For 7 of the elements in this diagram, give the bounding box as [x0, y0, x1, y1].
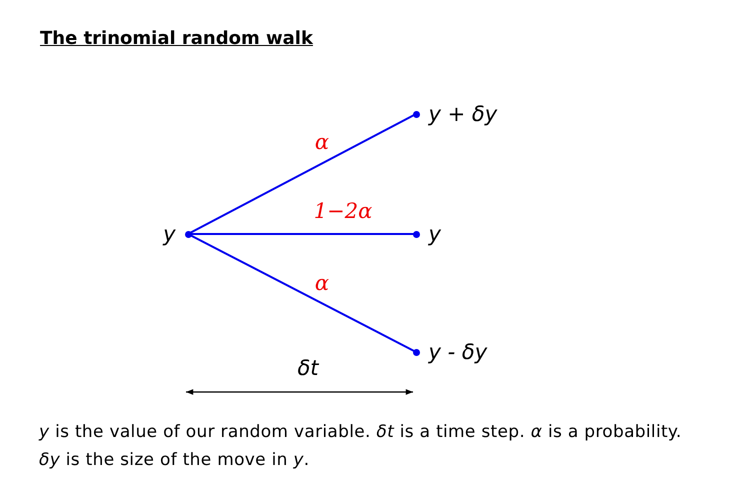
caption: y is the value of our random variable. δt is a time step. α is a probability. δy is the size of the move in y.: [39, 421, 683, 472]
dimension-label: δt: [297, 356, 319, 380]
title: The trinomial random walk: [40, 28, 313, 49]
point-label: y - δy: [428, 340, 488, 364]
point-label: y + δy: [428, 102, 498, 126]
point-label: y: [163, 222, 176, 246]
point-label: y: [428, 222, 441, 246]
